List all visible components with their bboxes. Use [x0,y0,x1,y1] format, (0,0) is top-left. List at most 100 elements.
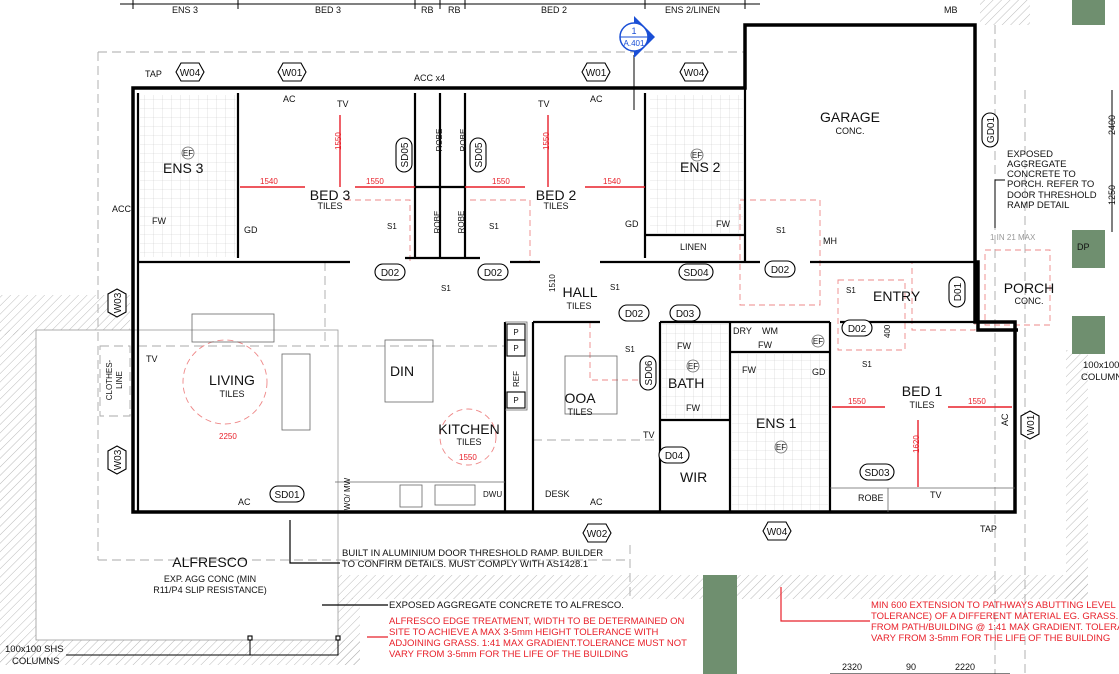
door-tag-sd05[interactable]: SD05 [395,137,413,173]
floor-waste-label: FW [686,403,700,413]
room-porch: PORCH [1004,280,1055,296]
door-tag-sd05[interactable]: SD05 [469,137,487,173]
tag-label: D04 [665,451,684,462]
window-tag-w01[interactable]: W01 [1020,410,1040,440]
note-line: 100x100 [1083,360,1119,371]
door-tag-d04[interactable]: D04 [658,446,690,464]
tv-label: TV [930,490,942,500]
note-line: RAMP DETAIL [1007,200,1069,211]
fixture-labels: TAP TAP ACC x4 ACC AC AC AC AC AC TV TV … [99,5,1090,534]
section-marker[interactable]: 1 A.401 [619,16,655,110]
dimension-1550: 1550 [542,132,551,150]
door-tag-d02[interactable]: D02 [374,263,406,281]
door-tag-d01[interactable]: D01 [948,276,966,308]
dimension-90: 90 [906,662,916,672]
door-tag-sd03[interactable]: SD03 [859,463,895,481]
threshold-note: BUILT IN ALUMINIUM DOOR THRESHOLD RAMP. … [289,520,603,570]
window-tag-w01[interactable]: W01 [581,62,611,82]
note-line: EXPOSED [1007,149,1053,160]
tap-label: TAP [980,524,997,534]
room-hall: HALL [562,284,597,300]
alfresco-edge-note: ALFRESCO EDGE TREATMENT, WIDTH TO BE DET… [367,616,687,660]
dimension-1510: 1510 [548,274,557,292]
note-line: MIN 600 EXTENSION TO PATHWAYS ABUTTING L… [871,600,1116,611]
porch-note: EXPOSED AGGREGATE CONCRETE TO PORCH. REF… [994,149,1097,228]
dim-label-ens3: ENS 3 [172,5,198,15]
paving-hatch [0,0,1088,665]
room-ens3: ENS 3 [163,160,204,176]
ac-label: AC [283,94,296,104]
robe-label: ROBE [457,211,466,234]
exhaust-fan-label: EF [813,337,823,346]
dim-label-bed2: BED 2 [541,5,567,15]
gd-label: GD [812,367,826,377]
room-ens1: ENS 1 [756,415,797,431]
note-line: VARY FROM 3-5mm FOR THE LIFE OF THE BUIL… [389,649,628,660]
room-living: LIVING [209,372,255,388]
note-line: ALFRESCO EDGE TREATMENT, WIDTH TO BE DET… [389,616,685,627]
tag-label: GD01 [986,117,997,144]
note-line: TO CONFIRM DETAILS. MUST COMPLY WITH AS1… [342,559,588,570]
tag-label: SD05 [400,142,411,167]
tag-label: SD01 [274,490,299,501]
note-line: TOLERANCE) OF A DIFFERENT MATERIAL EG. G… [871,611,1118,622]
floor-waste-label: FW [677,341,691,351]
window-tag-w04[interactable]: W04 [679,62,709,82]
window-tag-w03[interactable]: W03 [107,445,127,475]
tag-label: W01 [586,68,607,79]
window-tag-w04[interactable]: W04 [175,62,205,82]
door-tag-d02[interactable]: D02 [764,260,796,278]
window-tag-w02[interactable]: W02 [582,523,612,543]
clothesline-label: LINE [115,371,124,389]
exhaust-fan-label: EF [688,362,698,371]
room-ooa: OOA [564,390,596,406]
downpipe-label: DP [1077,242,1090,252]
clearance-dimensions: 1540 1550 1550 1540 1550 1550 2250 1550 … [219,90,1117,674]
living-turning-circle: 2250 [219,432,237,441]
dimension-1540: 1540 [260,177,278,186]
smoke-alarm-label: S1 [387,222,397,231]
washing-machine-label: WM [762,326,778,336]
exhaust-fan-label: EF [776,443,786,452]
tag-label: D02 [625,309,644,320]
note-line: DOOR THRESHOLD [1007,190,1097,201]
door-tag-d02[interactable]: D02 [618,304,650,322]
tag-label: D01 [953,282,964,301]
door-tag-gd01[interactable]: GD01 [981,112,999,148]
smoke-alarm-label: S1 [862,360,872,369]
oven-label: WO/ MW [343,477,352,510]
tag-label: W04 [180,68,201,79]
dimension-1540: 1540 [603,177,621,186]
window-tag-w03[interactable]: W03 [107,288,127,318]
room-bed2: BED 2 [536,187,577,203]
exhaust-fan-label: EF [183,149,193,158]
door-tag-sd04[interactable]: SD04 [678,263,714,281]
ac-label: AC [238,497,251,507]
dimension-1550: 1550 [366,177,384,186]
robe-label: ROBE [858,493,884,503]
dimension-1550: 1550 [334,132,343,150]
tag-label: D02 [381,268,400,279]
door-tag-sd06[interactable]: SD06 [639,355,657,391]
door-tag-d03[interactable]: D03 [669,304,701,322]
pantry-label: P [513,344,518,353]
room-bed1: BED 1 [902,383,943,399]
acc-label: ACC [112,204,132,214]
room-entry: ENTRY [873,288,921,304]
furniture [191,313,618,431]
columns-note: 100x100 SHS COLUMNS 100x100 COLUMN [5,360,1119,667]
door-tag-d02[interactable]: D02 [477,263,509,281]
note-line: COLUMN [1081,372,1119,383]
dim-label-ens2-linen: ENS 2/LINEN [665,5,720,15]
window-tag-w01[interactable]: W01 [277,62,307,82]
smoke-alarm-label: S1 [846,286,856,295]
alfresco-finish-line: R11/P4 SLIP RESISTANCE) [153,585,267,595]
smoke-alarm-label: S1 [610,283,620,292]
note-line: EXPOSED AGGREGATE CONCRETE TO ALFRESCO. [389,600,624,611]
door-tag-sd01[interactable]: SD01 [269,485,305,503]
floor-waste-label: FW [716,219,730,229]
door-tag-d02[interactable]: D02 [841,319,873,337]
internal-walls [136,25,1015,512]
window-tag-w04[interactable]: W04 [762,521,792,541]
